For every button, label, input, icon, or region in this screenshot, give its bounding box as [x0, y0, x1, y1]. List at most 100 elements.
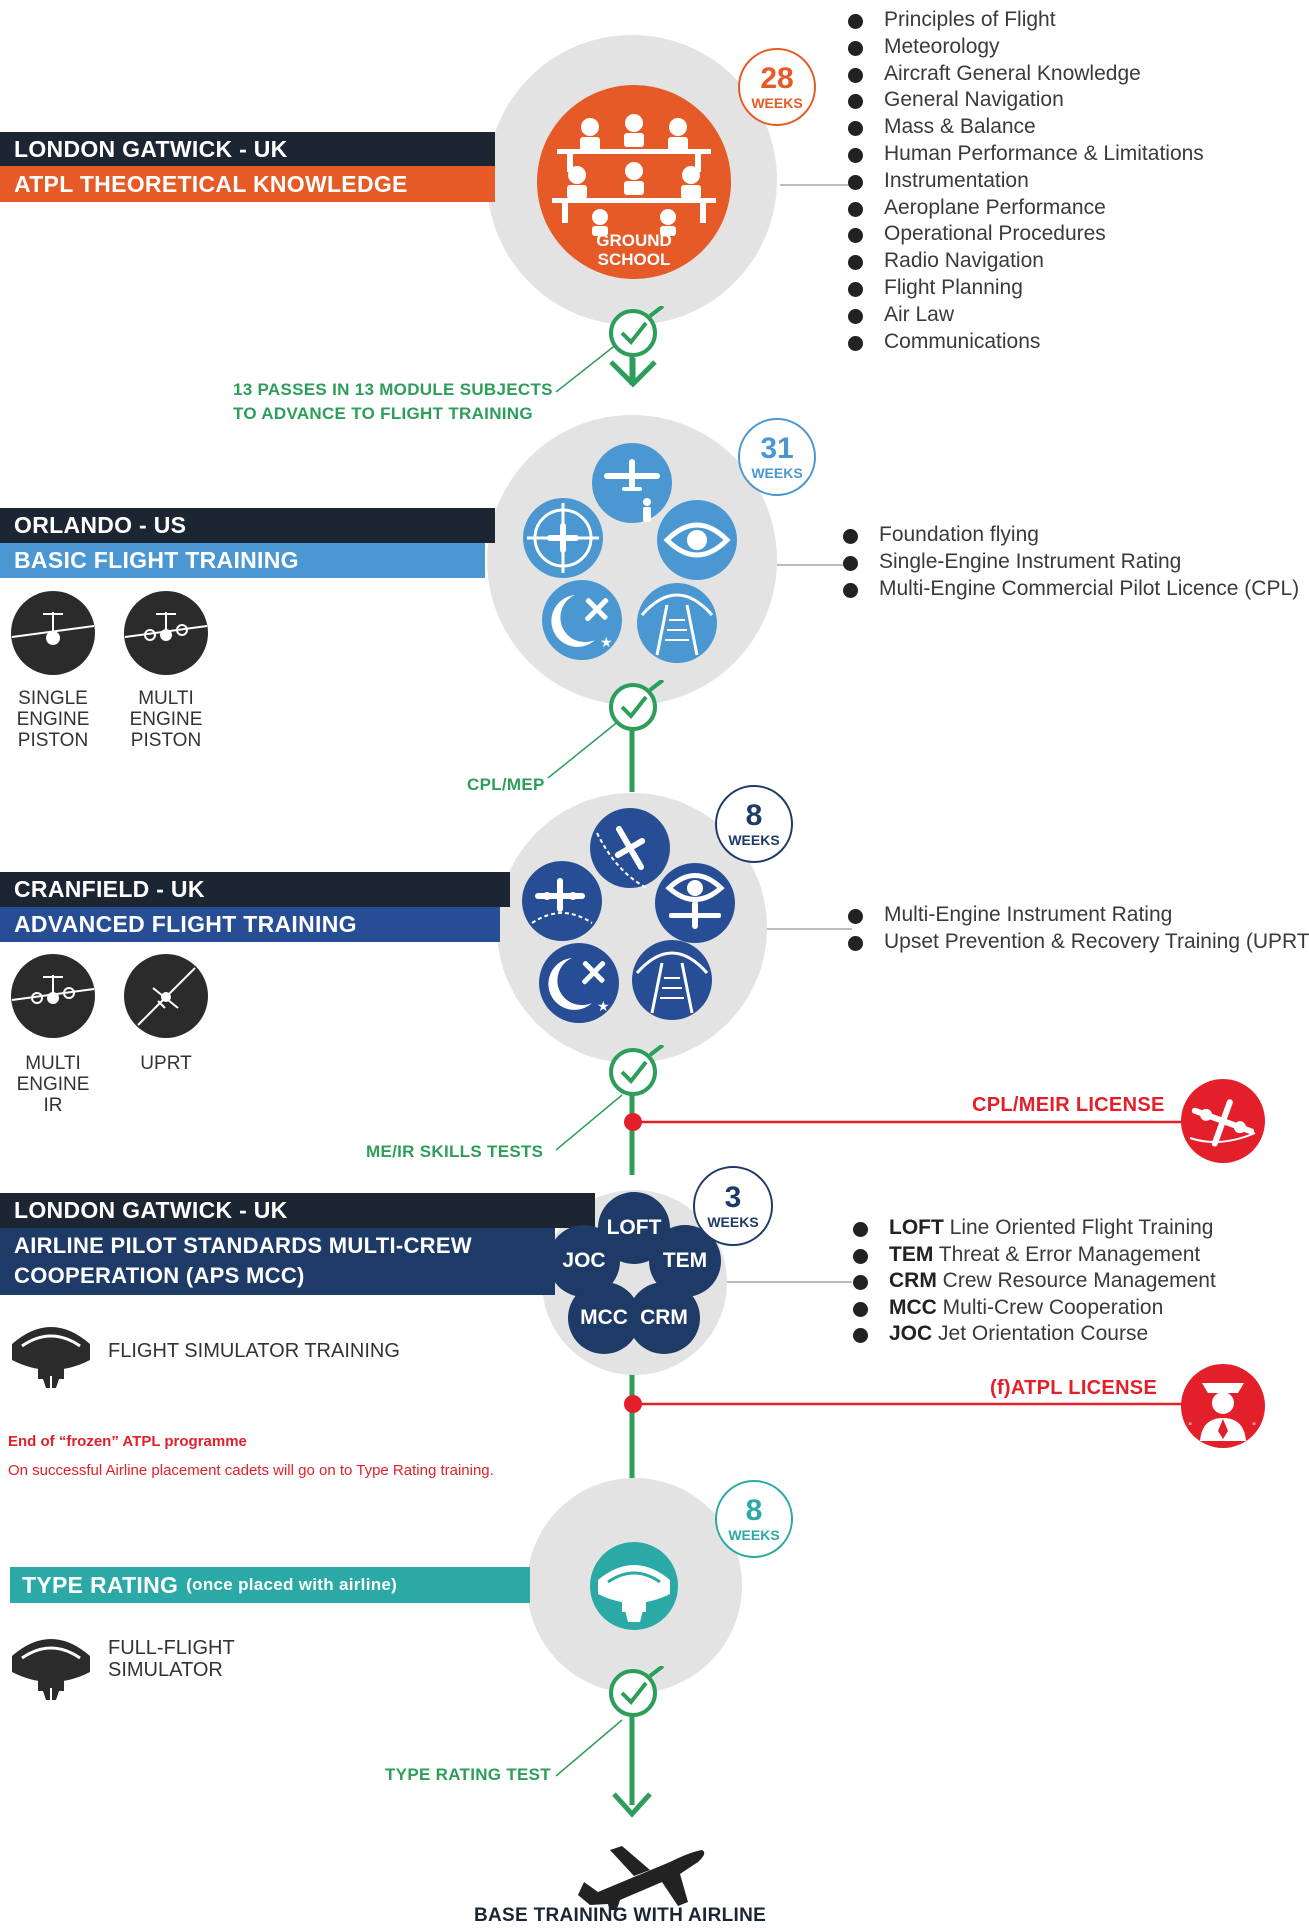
- cpl-meir-license-label: CPL/MEIR LICENSE: [972, 1094, 1165, 1116]
- bullet-icon: [848, 94, 863, 110]
- stage2-pass-text: CPL/MEP: [467, 775, 545, 794]
- stage5-weeks-badge: 8 WEEKS: [715, 1480, 793, 1558]
- note-title: End of “frozen” ATPL programme: [8, 1433, 247, 1450]
- stage5-title: TYPE RATING (once placed with airline): [10, 1567, 530, 1603]
- weeks-label: WEEKS: [751, 465, 803, 481]
- list-item: Meteorology: [848, 34, 1204, 61]
- bullet-icon: [848, 14, 863, 29]
- single-engine-caption: SINGLE ENGINE PISTON: [3, 688, 103, 751]
- item-text: Line Oriented Flight Training: [943, 1216, 1214, 1239]
- stage3-weeks-badge: 8 WEEKS: [715, 785, 793, 863]
- descending-plane-icon: [590, 808, 670, 889]
- pass-line-2: TO ADVANCE TO FLIGHT TRAINING: [233, 404, 533, 423]
- weeks-number: 3: [724, 1181, 742, 1214]
- list-item: Principles of Flight: [848, 7, 1204, 34]
- svg-text:": ": [1188, 1422, 1192, 1432]
- bullet-icon: [848, 147, 863, 163]
- list-item: Single-Engine Instrument Rating: [843, 549, 1299, 576]
- item-text: Multi-Engine Commercial Pilot Licence (C…: [879, 576, 1300, 600]
- plane-with-pilot-icon: [592, 443, 672, 523]
- bullet-icon: [843, 582, 858, 598]
- item-text: Upset Prevention & Recovery Training (UP…: [884, 929, 1309, 953]
- stage1-check-icon: [609, 306, 665, 388]
- multi-engine-caption: MULTI ENGINE PISTON: [116, 688, 216, 751]
- caption-line: IR: [43, 1095, 63, 1116]
- night-flight-icon: ★: [542, 580, 622, 660]
- list-item: Aircraft General Knowledge: [848, 61, 1204, 88]
- bullet-icon: [848, 228, 863, 244]
- item-text: Meteorology: [884, 34, 1000, 58]
- classroom-icon: [552, 114, 716, 236]
- stage1-location: LONDON GATWICK - UK: [0, 132, 495, 166]
- bubble-crm: CRM: [628, 1282, 700, 1354]
- license-plane-icon: [1181, 1079, 1265, 1163]
- bullet-icon: [848, 201, 863, 217]
- note-text: On successful Airline placement cadets w…: [8, 1462, 494, 1479]
- list-item: Operational Procedures: [848, 221, 1204, 248]
- holding-pattern-icon: [522, 861, 602, 941]
- stage5-sim-circle: [590, 1542, 678, 1630]
- full-flight-simulator-icon: [12, 1639, 90, 1700]
- full-flight-simulator-label: FULL-FLIGHT SIMULATOR: [108, 1637, 235, 1681]
- caption-line: PISTON: [130, 730, 202, 751]
- bullet-icon: [848, 909, 863, 924]
- stage2-weeks-badge: 31 WEEKS: [738, 418, 816, 496]
- bullet-icon: [853, 1301, 868, 1317]
- list-item: Flight Planning: [848, 275, 1204, 302]
- airplane-takeoff-icon: [578, 1846, 705, 1910]
- item-text: Instrumentation: [884, 168, 1029, 192]
- weeks-number: 8: [745, 799, 763, 832]
- item-text: Operational Procedures: [884, 222, 1106, 246]
- bullet-icon: [853, 1222, 868, 1237]
- stage1-title: ATPL THEORETICAL KNOWLEDGE: [0, 166, 495, 202]
- ground-school-icon: GROUND SCHOOL: [537, 85, 731, 279]
- list-item: Mass & Balance: [848, 114, 1204, 141]
- stage4-weeks-badge: 3 WEEKS: [693, 1166, 773, 1246]
- item-abbr: TEM: [889, 1242, 934, 1266]
- list-item: LOFT Line Oriented Flight Training: [853, 1215, 1216, 1242]
- runway-approach-icon: [637, 583, 717, 663]
- atpl-license-label: (f)ATPL LICENSE: [990, 1377, 1158, 1399]
- sim-line-1: FULL-FLIGHT: [108, 1637, 235, 1659]
- bullet-icon: [848, 335, 863, 351]
- caption-line: PISTON: [17, 730, 89, 751]
- bullet-icon: [843, 555, 858, 571]
- eye-icon: [657, 500, 737, 580]
- list-item: JOC Jet Orientation Course: [853, 1321, 1216, 1348]
- caption-line: SINGLE: [18, 688, 88, 709]
- caption-line: ENGINE: [16, 1074, 90, 1095]
- item-text: Mass & Balance: [884, 115, 1036, 139]
- stage2-check-icon: [609, 680, 665, 731]
- sim-line-2: SIMULATOR: [108, 1659, 223, 1681]
- list-item: Radio Navigation: [848, 248, 1204, 275]
- list-item: Foundation flying: [843, 522, 1299, 549]
- flight-simulator-icon: [12, 1327, 90, 1388]
- bullet-icon: [848, 121, 863, 137]
- caption-line: ENGINE: [16, 709, 90, 730]
- multi-engine-ir-caption: MULTI ENGINE IR: [3, 1053, 103, 1116]
- down-arrow-icon: [612, 1792, 652, 1818]
- caption-line: MULTI: [25, 1053, 81, 1074]
- list-item: Multi-Engine Commercial Pilot Licence (C…: [843, 576, 1299, 603]
- type-rating-title: TYPE RATING: [22, 1571, 179, 1598]
- bullet-icon: [843, 529, 858, 544]
- list-item: Upset Prevention & Recovery Training (UP…: [848, 929, 1309, 956]
- stage5-pass-text: TYPE RATING TEST: [385, 1765, 551, 1784]
- bullet-icon: [853, 1328, 868, 1343]
- list-item: Human Performance & Limitations: [848, 141, 1204, 168]
- bullet-icon: [848, 255, 863, 271]
- stage2-location: ORLANDO - US: [0, 508, 495, 543]
- title-line-1: AIRLINE PILOT STANDARDS MULTI-CREW: [14, 1233, 472, 1258]
- bullet-icon: [853, 1275, 868, 1290]
- stage2-icon-cluster: ★: [523, 443, 737, 663]
- stage5-check-icon: [609, 1666, 665, 1717]
- weeks-label: WEEKS: [728, 1527, 780, 1543]
- ground-school-label-1: GROUND: [596, 231, 672, 250]
- bullet-icon: [848, 935, 863, 951]
- title-line-2: COOPERATION (APS MCC): [14, 1263, 305, 1288]
- list-item: General Navigation: [848, 87, 1204, 114]
